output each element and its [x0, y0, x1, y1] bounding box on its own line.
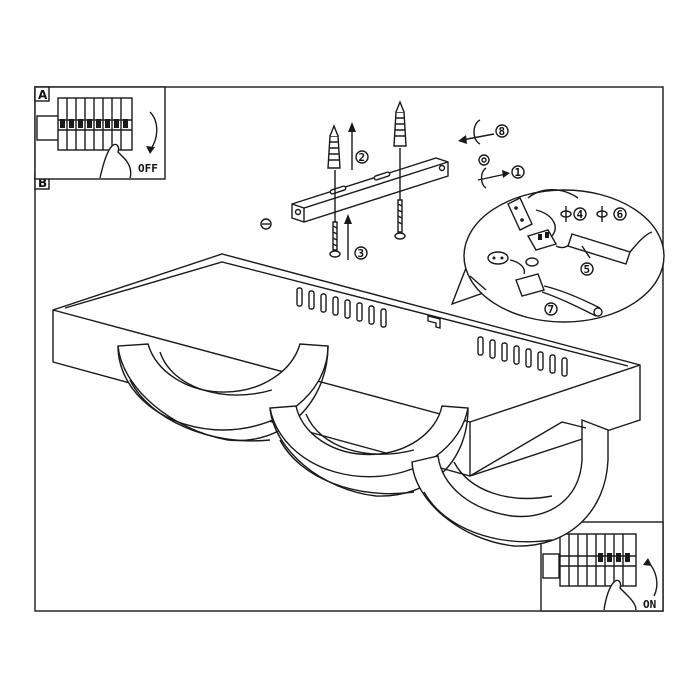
cable-sleeve-icon [567, 231, 653, 265]
step-6-marker: 6 [596, 206, 627, 222]
mounting-bracket [291, 157, 449, 223]
step-1-arrow: 1 [477, 165, 525, 189]
step-8-label: 8 [499, 125, 506, 138]
panel-a-label: A [38, 88, 48, 102]
nut-icon [478, 154, 490, 166]
light-ring-middle [269, 405, 469, 497]
step-3-label: 3 [358, 247, 365, 260]
panel-b-label: B [38, 176, 47, 190]
wiring-detail: 4 6 5 7 [450, 189, 665, 323]
on-label: ON [643, 598, 656, 611]
terminal-block-icon [507, 197, 558, 251]
vent-slots-left [296, 287, 387, 328]
step-3-arrow: 3 [344, 214, 368, 260]
panel-a: A OFF [34, 86, 166, 180]
step-2-arrow: 2 [348, 122, 369, 170]
light-fixture [52, 253, 641, 547]
screw-left [329, 170, 341, 258]
step-4-label: 4 [577, 208, 584, 221]
cable-clip-icon [487, 251, 539, 275]
connector-icon [515, 273, 603, 317]
mounting-slot [427, 315, 441, 329]
step-2-label: 2 [359, 151, 366, 164]
step-7-label: 7 [548, 303, 555, 316]
hand-icon [99, 143, 132, 179]
breaker-row-c [559, 533, 637, 587]
screw-right [394, 148, 406, 240]
step-6-label: 6 [617, 208, 624, 221]
wall-plug-right [393, 100, 407, 147]
callout-circle [463, 189, 665, 323]
vent-slots-right [477, 336, 568, 377]
step-1-label: 1 [515, 166, 522, 179]
fixture-base [52, 253, 641, 477]
light-ring-right [411, 418, 609, 547]
side-screw-icon [260, 218, 272, 230]
step-8-arrow: 8 [458, 119, 509, 145]
step-5-marker: 5 [580, 245, 594, 276]
step-4-marker: 4 [560, 206, 587, 222]
main-frame [34, 86, 664, 612]
wall-plug-left [327, 124, 341, 169]
step-5-label: 5 [584, 263, 591, 276]
breaker-row-a [57, 97, 133, 151]
off-label: OFF [138, 162, 158, 175]
hand-icon [603, 579, 637, 611]
step-7-marker: 7 [544, 302, 558, 316]
